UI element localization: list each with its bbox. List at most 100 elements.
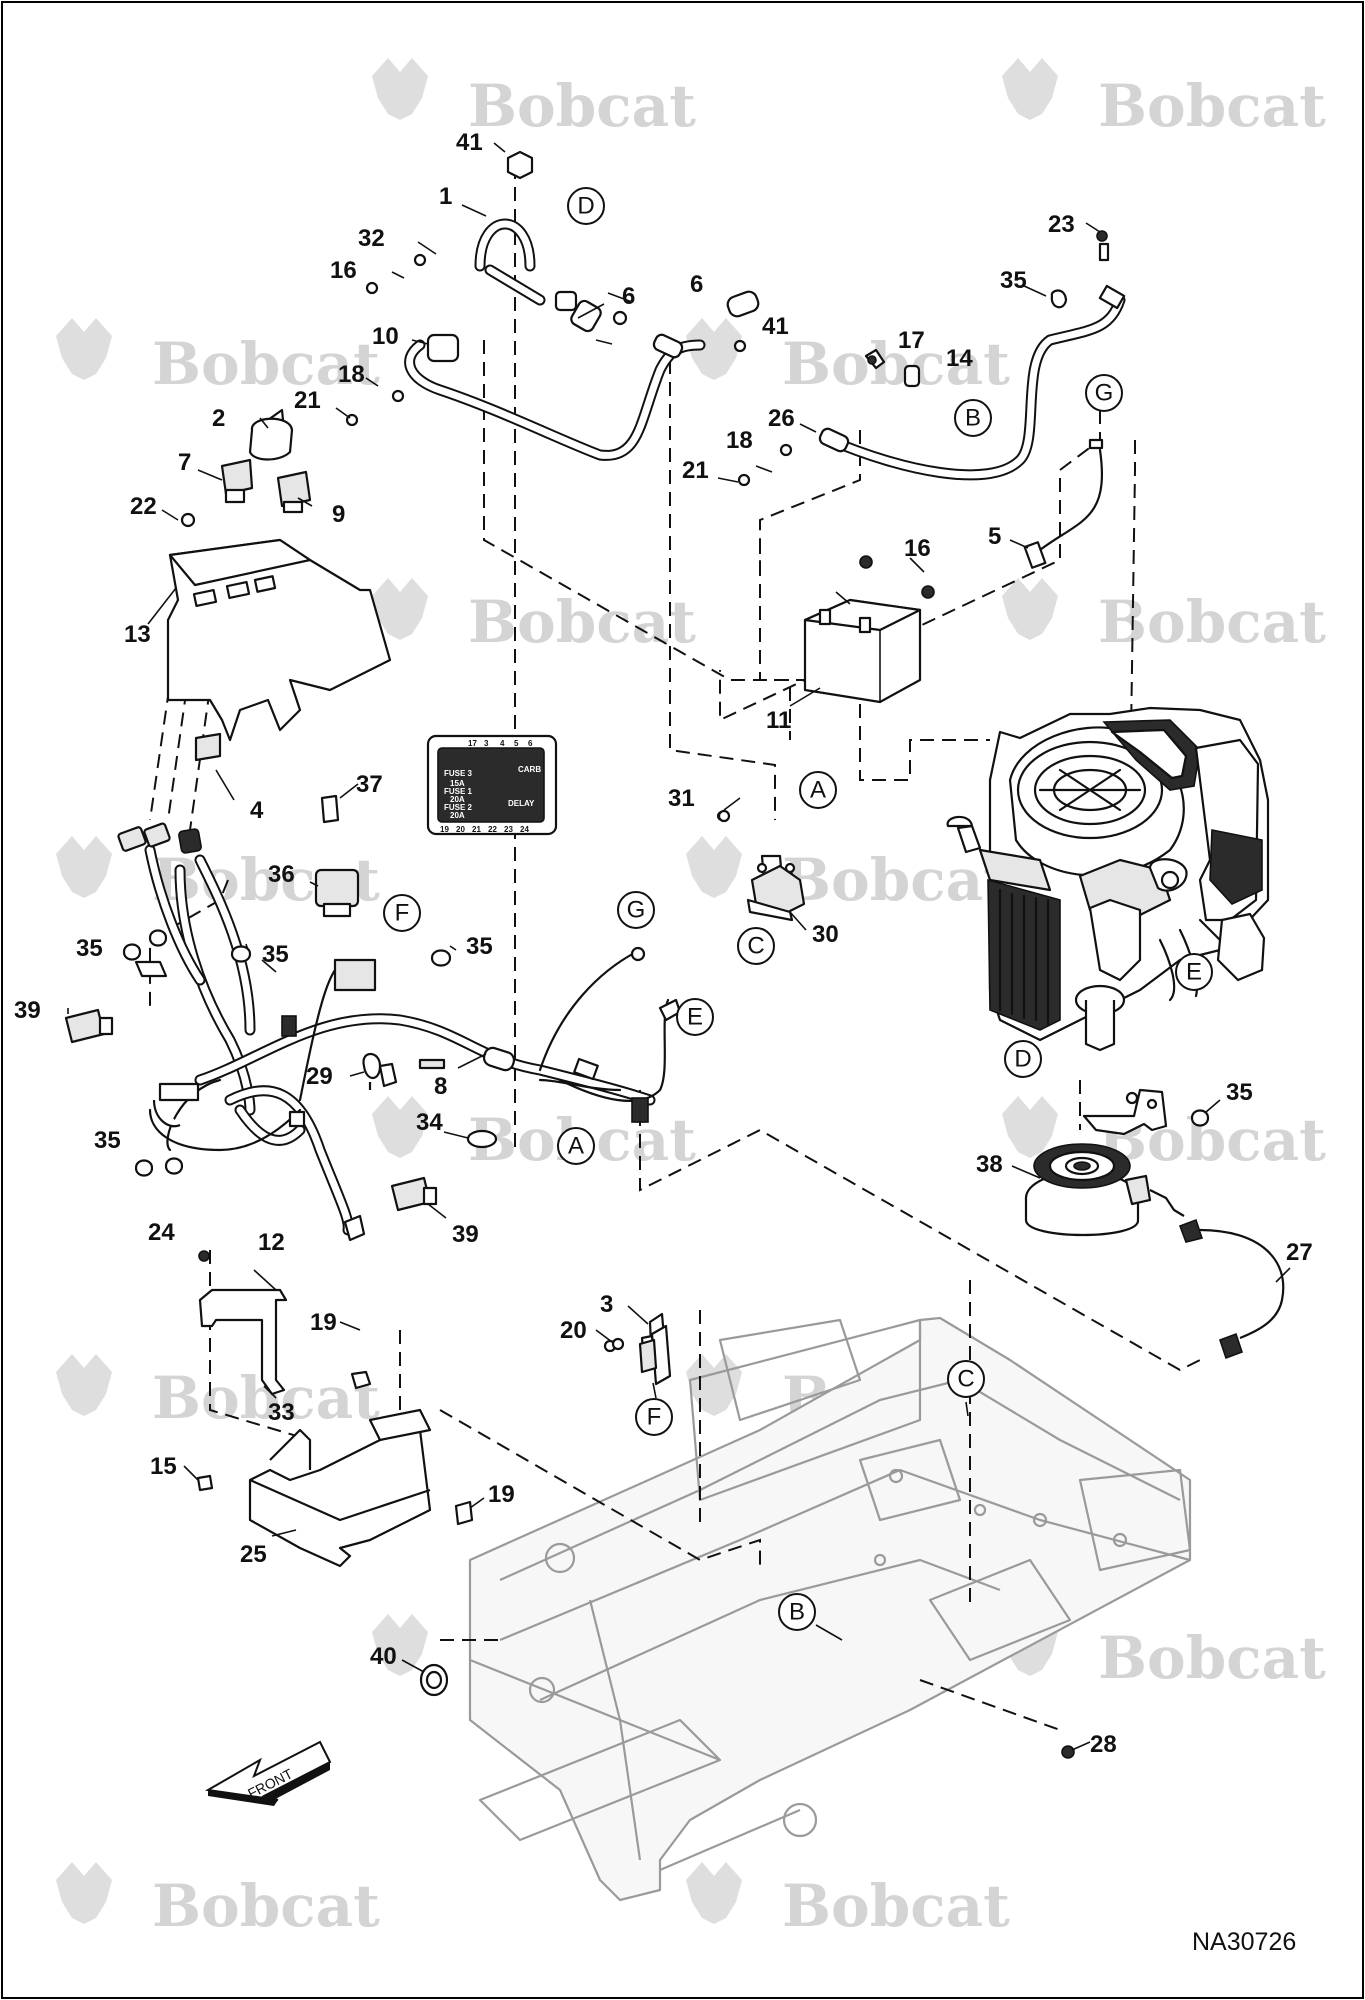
bobcat-logo-icon [1002, 578, 1058, 640]
callout-6: 6 [690, 271, 703, 298]
callout-39: 39 [452, 1221, 479, 1248]
callout-4: 4 [250, 797, 264, 824]
callout-15: 15 [150, 1453, 177, 1480]
callout-14: 14 [946, 345, 973, 372]
ref-letter: E [1186, 959, 1202, 986]
callout-34: 34 [416, 1109, 443, 1136]
watermark-text: Bobcat [1098, 1624, 1326, 1692]
watermark-text: Bobcat [152, 330, 380, 398]
callout-13: 13 [124, 621, 151, 648]
front-direction-arrow: FRONT [204, 1740, 332, 1806]
bobcat-logo-icon [372, 58, 428, 120]
watermark-text: Bobcat [782, 1872, 1010, 1940]
callout-numbers: 41 1 32 16 6 6 41 23 35 10 18 21 17 14 2… [14, 129, 1313, 1758]
fuse-rating: 20A [450, 795, 465, 804]
fuse-pin-label: 20 [456, 825, 465, 834]
fuse-rating: 20A [450, 811, 465, 820]
ref-letter: C [957, 1366, 974, 1393]
callout-9: 9 [332, 501, 345, 528]
starter-solenoid [717, 809, 806, 922]
fuse-pin-label: 19 [440, 825, 449, 834]
fuse-pin-label: 22 [488, 825, 497, 834]
callout-18: 18 [726, 427, 753, 454]
brackets [198, 1288, 432, 1568]
leader-lines [67, 142, 1291, 1751]
fuse-block: 17 3 4 5 6 19 20 21 22 23 24 FUSE 3 15A … [426, 734, 558, 836]
watermark-text: Bobcat [468, 72, 696, 140]
callout-35: 35 [466, 933, 493, 960]
ref-letter: E [687, 1004, 703, 1031]
callout-41: 41 [762, 313, 789, 340]
callout-19: 19 [488, 1481, 515, 1508]
ref-letter: D [577, 193, 594, 220]
watermark-text: Bobcat [782, 330, 1010, 398]
watermark-text: Bobcat [1098, 588, 1326, 656]
ref-circle-g [1085, 374, 1123, 412]
callout-24: 24 [148, 1219, 175, 1246]
fuse-pin-label: 6 [528, 739, 533, 748]
bobcat-logo-icon [1002, 58, 1058, 120]
ref-letter: A [810, 777, 826, 804]
engine [946, 706, 1270, 1052]
callout-21: 21 [294, 387, 321, 414]
ref-circle-e [1175, 953, 1213, 991]
callout-3: 3 [600, 1291, 613, 1318]
chassis-frame [468, 1316, 1192, 1902]
bobcat-logo-icon [56, 1354, 112, 1416]
ref-circle-b [954, 399, 992, 437]
watermark-text: Bobcat [782, 846, 1010, 914]
callout-10: 10 [372, 323, 399, 350]
ref-circle-a [557, 1127, 595, 1165]
ref-letter: B [789, 1599, 805, 1626]
fuse-label: DELAY [508, 799, 535, 808]
fuse-pin-label: 17 [468, 739, 477, 748]
callout-35: 35 [76, 935, 103, 962]
battery [803, 555, 935, 704]
ref-circle-e [676, 998, 714, 1036]
battery-cable-parts [345, 150, 1126, 569]
callout-6: 6 [622, 283, 635, 310]
ref-letter: B [965, 405, 981, 432]
fuse-pin-label: 23 [504, 825, 513, 834]
callout-36: 36 [268, 861, 295, 888]
callout-40: 40 [370, 1643, 397, 1670]
callout-1: 1 [439, 183, 452, 210]
callout-7: 7 [178, 449, 191, 476]
callout-16: 16 [904, 535, 931, 562]
ref-letter: D [1014, 1046, 1031, 1073]
watermark-text: Bobcat [1098, 72, 1326, 140]
wire-harness [117, 822, 682, 1242]
bobcat-logo-icon [56, 836, 112, 898]
ref-circle-g [617, 891, 655, 929]
fuse-label: FUSE 3 [444, 769, 473, 778]
ref-circle-c [737, 927, 775, 965]
ref-circle-a [799, 771, 837, 809]
ref-letter: F [395, 900, 410, 927]
fuse-pin-label: 4 [500, 739, 505, 748]
callout-28: 28 [1090, 1731, 1117, 1758]
ref-circle-f [383, 894, 421, 932]
ref-letter: G [627, 897, 646, 924]
callout-31: 31 [668, 785, 695, 812]
fuse-pin-label: 24 [520, 825, 529, 834]
ref-letter: A [568, 1133, 584, 1160]
callout-33: 33 [268, 1399, 295, 1426]
fuse-pin-label: 3 [484, 739, 489, 748]
callout-2: 2 [212, 405, 225, 432]
callout-5: 5 [988, 523, 1001, 550]
callout-35: 35 [262, 941, 289, 968]
callout-12: 12 [258, 1229, 285, 1256]
callout-27: 27 [1286, 1239, 1313, 1266]
callout-25: 25 [240, 1541, 267, 1568]
callout-38: 38 [976, 1151, 1003, 1178]
ref-circle-f [635, 1398, 673, 1436]
ref-letter: G [1095, 380, 1114, 407]
ref-circle-d [1004, 1040, 1042, 1078]
callout-41: 41 [456, 129, 483, 156]
callout-16: 16 [330, 257, 357, 284]
reference-markers: D B G A C F G E E D A F C B [383, 187, 1213, 1631]
electric-clutch [1024, 1088, 1285, 1360]
callout-29: 29 [306, 1063, 333, 1090]
